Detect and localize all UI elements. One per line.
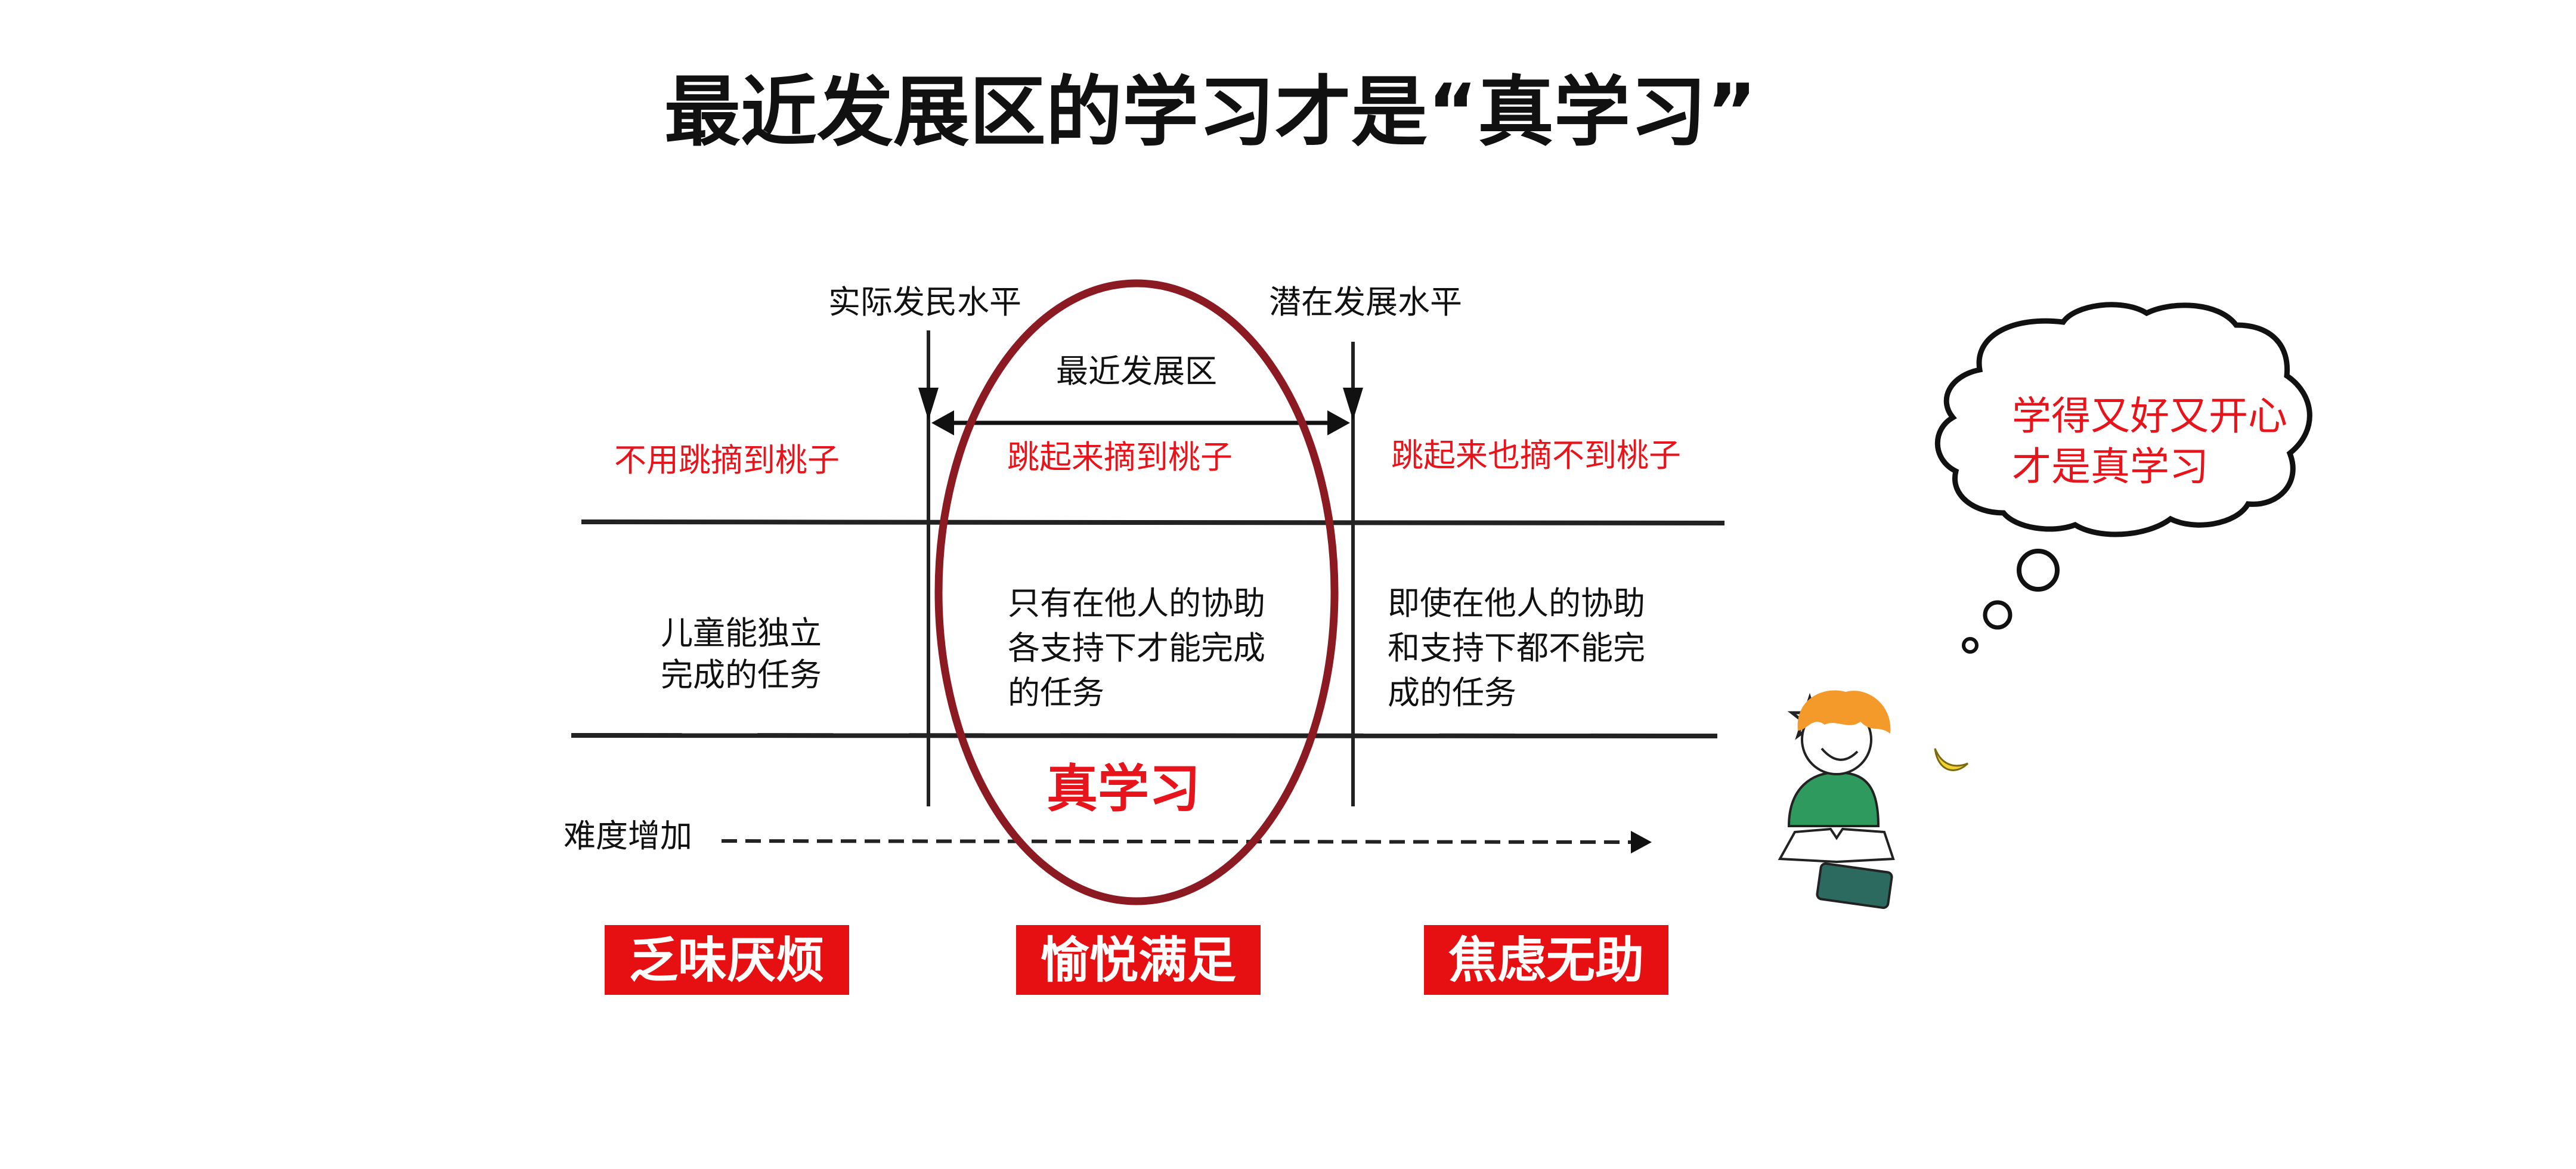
feeling-boring-label: 乏味厌烦 (629, 932, 825, 989)
hair (1797, 690, 1891, 734)
moon-icon (1934, 748, 1969, 771)
left-task-text: 儿童能独立 完成的任务 (661, 614, 822, 694)
smile (1820, 747, 1859, 761)
difficulty-dashed-arrow (721, 839, 1637, 844)
right-task-line: 即使在他人的协助 (1388, 584, 1645, 622)
jump-cannot-reach-label: 跳起来也摘不到桃子 (1391, 437, 1681, 474)
difficulty-arrow-head (1631, 831, 1652, 853)
middle-task-text: 只有在他人的协助 各支持下才能完成 的任务 (1008, 584, 1265, 712)
feeling-anxious-label: 焦虑无助 (1448, 932, 1644, 989)
slide-title: 最近发展区的学习才是“真学习” (664, 68, 1757, 157)
zpd-ellipse (934, 279, 1339, 905)
feeling-boring: 乏味厌烦 (605, 925, 849, 995)
actual-level-label: 实际发民水平 (828, 283, 1021, 321)
top-divider (581, 519, 1725, 525)
true-learning-label: 真学习 (1046, 759, 1200, 819)
potential-arrow-head (1343, 388, 1363, 420)
thought-dot-small (1962, 637, 1979, 654)
thought-cloud (1934, 302, 2312, 537)
actual-arrow-head (918, 388, 939, 420)
right-task-line: 成的任务 (1388, 674, 1516, 712)
thought-line: 才是真学习 (2012, 444, 2209, 490)
bottom-divider (571, 733, 1718, 738)
feeling-joyful-label: 愉悦满足 (1041, 932, 1236, 989)
left-task-line: 完成的任务 (661, 656, 822, 694)
difficulty-label: 难度增加 (564, 817, 692, 855)
zone-arrow-right-head (1327, 410, 1350, 435)
feeling-joyful: 愉悦满足 (1016, 925, 1261, 995)
feeling-anxious: 焦虑无助 (1424, 925, 1668, 995)
right-task-line: 和支持下都不能完 (1388, 629, 1645, 667)
closed-book (1816, 862, 1893, 910)
potential-level-label: 潜在发展水平 (1269, 283, 1462, 321)
zone-arrow-left-head (931, 410, 954, 435)
left-task-line: 儿童能独立 (661, 614, 822, 652)
middle-task-line: 只有在他人的协助 (1008, 584, 1265, 622)
middle-task-line: 各支持下才能完成 (1008, 629, 1265, 667)
thought-dot-large (2017, 549, 2060, 592)
zone-label: 最近发展区 (1056, 352, 1217, 390)
no-jump-label: 不用跳摘到桃子 (614, 441, 840, 479)
reading-child-illustration (1778, 690, 1969, 910)
body (1787, 771, 1880, 827)
thought-line: 学得又好又开心 (2012, 393, 2287, 439)
thought-dot-medium (1983, 600, 2012, 630)
middle-task-line: 的任务 (1008, 674, 1104, 712)
open-book (1778, 827, 1895, 864)
jump-reach-label: 跳起来摘到桃子 (1007, 438, 1233, 476)
right-task-text: 即使在他人的协助 和支持下都不能完 成的任务 (1388, 584, 1645, 712)
